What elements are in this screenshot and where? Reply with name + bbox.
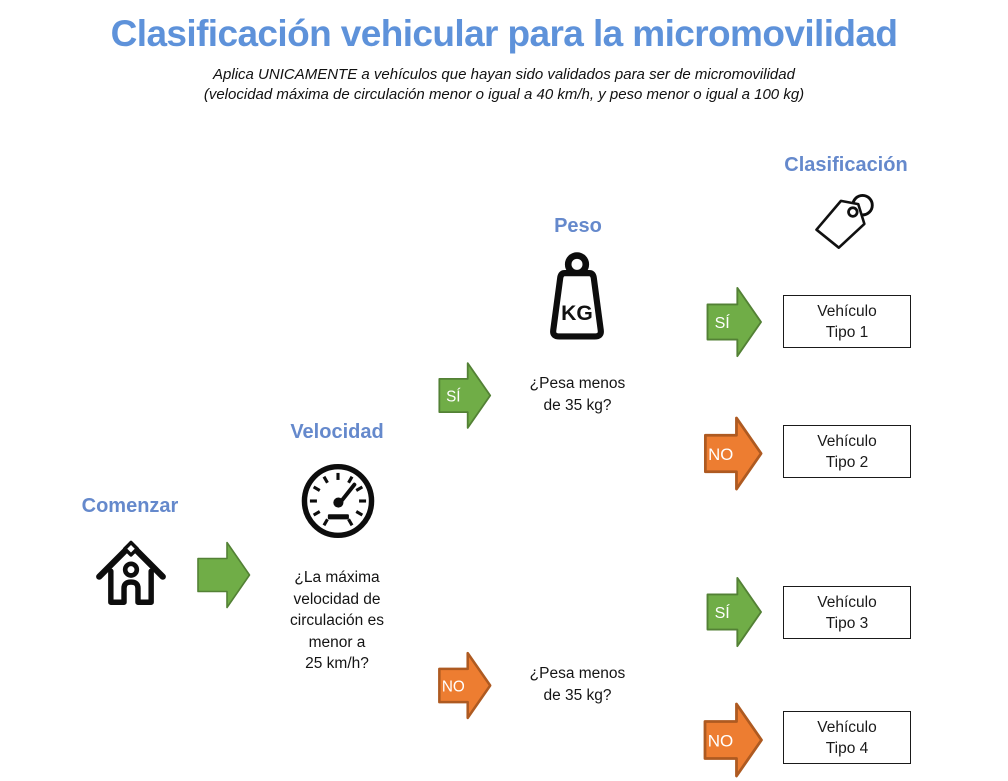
speedometer-icon [301,463,375,539]
header-comenzar: Comenzar [81,495,179,517]
header-velocidad: Velocidad [290,421,384,443]
weight-question-line: ¿Pesa menos [529,665,626,682]
house-icon [96,540,166,605]
yes-arrow-type3: SÍ [706,576,762,648]
result-line: Vehículo [817,594,877,611]
weight-question-line: de 35 kg? [543,686,612,704]
kg-weight-icon: KG [550,252,604,340]
result-line: Tipo 4 [825,740,869,757]
velocity-question-line: ¿La máxima [294,569,380,586]
velocity-question-line: 25 km/h? [305,655,369,672]
result-line: Vehículo [817,303,877,320]
header-peso: Peso [554,215,602,237]
yes-arrow-velocity: SÍ [438,362,492,429]
result-line: Tipo 2 [825,454,869,471]
no-arrow-type2: NO [703,416,763,491]
result-box-type4: Vehículo Tipo 4 [783,711,911,764]
page-title: Clasificación vehicular para la micromov… [110,13,898,54]
yes-arrow-label: SÍ [715,313,731,332]
weight-question-line: ¿Pesa menos [529,375,626,392]
subtitle-line-1: Aplica UNICAMENTE a vehículos que hayan … [213,66,795,83]
result-line: Tipo 3 [825,615,869,632]
velocity-question-line: circulación es [290,612,384,629]
weight-question-bottom: ¿Pesa menos de 35 kg? [515,663,640,706]
weight-question-line: de 35 kg? [543,396,612,414]
subtitle-line-2: (velocidad máxima de circulación menor o… [203,86,805,103]
velocity-question-line: velocidad de [293,590,381,608]
result-line: Tipo 1 [825,324,869,341]
velocity-question: ¿La máxima velocidad de circulación es m… [267,567,407,675]
result-box-type2: Vehículo Tipo 2 [783,425,911,478]
no-arrow-label: NO [708,445,733,464]
no-arrow-velocity: NO [438,651,492,720]
yes-arrow-label: SÍ [446,388,461,405]
result-box-type1: Vehículo Tipo 1 [783,295,911,348]
header-clasificacion: Clasificación [784,154,908,176]
result-line: Vehículo [817,719,877,736]
weight-question-top: ¿Pesa menos de 35 kg? [515,373,640,416]
no-arrow-label: NO [442,678,465,695]
yes-arrow-label: SÍ [715,603,731,622]
yes-arrow-type1: SÍ [706,286,762,358]
result-box-type3: Vehículo Tipo 3 [783,586,911,639]
start-arrow [197,541,251,609]
kg-icon-label: KG [561,302,593,325]
no-arrow-label: NO [708,732,734,751]
tag-icon [815,194,874,249]
result-line: Vehículo [817,433,877,450]
no-arrow-type4: NO [703,702,763,778]
velocity-question-line: menor a [308,633,366,651]
